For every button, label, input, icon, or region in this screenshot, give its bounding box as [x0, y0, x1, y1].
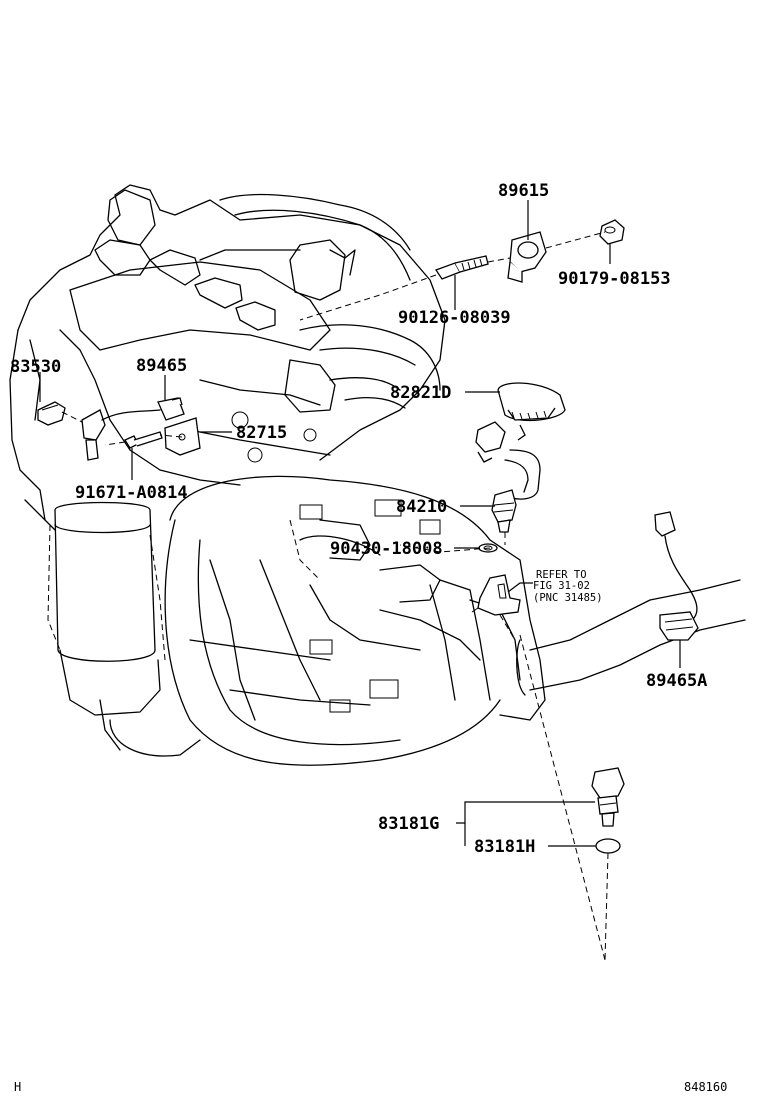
callout-90179-08153: 90179-08153: [558, 269, 671, 289]
callout-91671-A0814: 91671-A0814: [75, 483, 188, 503]
part-90179-nut: [599, 219, 625, 245]
callout-89465A: 89465A: [646, 671, 707, 691]
callout-82821D: 82821D: [390, 383, 451, 403]
callout-90126-08039: 90126-08039: [398, 308, 511, 328]
part-91671-bolt: [124, 431, 163, 449]
refer-note: REFER TO FIG 31-02 (PNC 31485): [533, 569, 603, 604]
part-83181H-o-ring: [595, 838, 621, 854]
callout-83181G: 83181G: [378, 814, 439, 834]
leader-lines: [39, 200, 681, 847]
part-83530-sensor: [37, 401, 66, 426]
refer-note-line-1: REFER TO: [536, 569, 587, 581]
callout-82715: 82715: [236, 423, 287, 443]
callout-90430-18008: 90430-18008: [330, 539, 443, 559]
assembly-dashed-lines: [47, 231, 609, 961]
callout-84210: 84210: [396, 497, 447, 517]
callout-labels: 89615 90179-08153 90126-08039 83530 8946…: [10, 181, 707, 857]
footer-left-code: H: [14, 1080, 21, 1094]
callout-83530: 83530: [10, 357, 61, 377]
part-89615-sensor: [507, 231, 547, 283]
part-89465-oxygen-sensor: [81, 397, 185, 461]
callout-83181H: 83181H: [474, 837, 535, 857]
refer-part-sketch: [471, 574, 521, 616]
part-82715-bracket: [164, 417, 201, 456]
refer-note-line-3: (PNC 31485): [533, 592, 603, 604]
refer-note-line-2: FIG 31-02: [533, 580, 590, 592]
callout-89615: 89615: [498, 181, 549, 201]
callout-89465: 89465: [136, 356, 187, 376]
figure-number: 848160: [684, 1080, 727, 1094]
part-84210-switch: [475, 421, 541, 533]
part-90126-stud: [435, 255, 489, 280]
part-83181G-speed-sensor: [591, 767, 625, 827]
part-82821D-connector: [497, 382, 566, 441]
part-89465A-oxygen-sensor: [654, 511, 699, 641]
engine-assembly-drawing: [9, 184, 746, 766]
